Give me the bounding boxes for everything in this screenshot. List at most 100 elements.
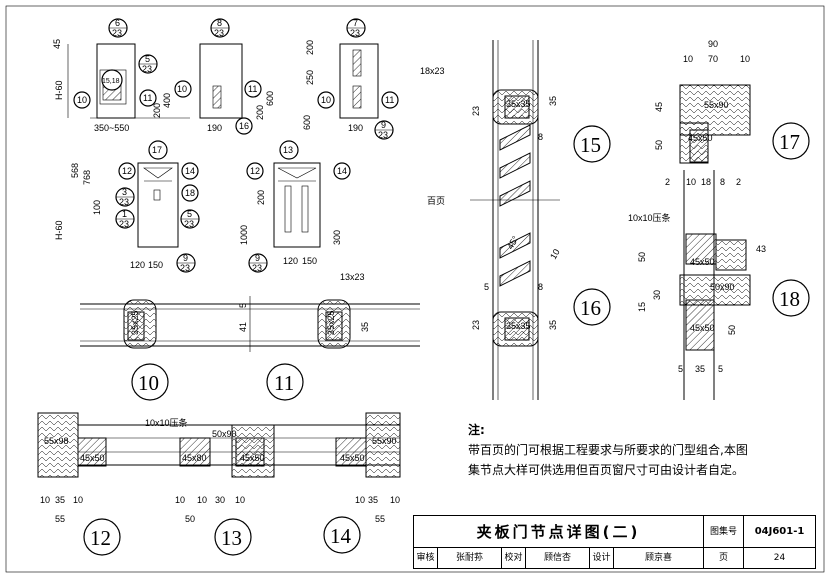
label-strip-17: 10x10压条 bbox=[628, 212, 671, 223]
dim-45x50-d: 45x50 bbox=[340, 453, 365, 463]
dim-35x35-b: 35x35 bbox=[506, 321, 531, 331]
dim-190-a: 190 bbox=[207, 123, 222, 133]
svg-text:16: 16 bbox=[239, 121, 249, 131]
dim-8-b: 8 bbox=[538, 282, 543, 292]
dim-55x90-b: 55x90 bbox=[372, 436, 397, 446]
bubble-1-23: 1 23 bbox=[115, 209, 135, 229]
dim-h60-b: H-60 bbox=[54, 220, 64, 240]
dim-45x50-c: 45x50 bbox=[240, 453, 265, 463]
svg-text:17: 17 bbox=[779, 130, 800, 154]
note-heading: 注: bbox=[468, 423, 485, 437]
dim-5-c: 5 bbox=[678, 364, 683, 374]
dim-35-c: 35 bbox=[368, 495, 378, 505]
note-line-2: 集节点大样可供选用但百页窗尺寸可由设计者自定。 bbox=[468, 463, 745, 477]
dim-23-a: 23 bbox=[471, 106, 481, 116]
door-elevation-2: 190 200 600 bbox=[199, 43, 275, 133]
dim-768: 768 bbox=[82, 170, 92, 185]
dim-250: 250 bbox=[305, 70, 315, 85]
svg-text:7: 7 bbox=[353, 18, 358, 28]
dim-120-b: 120 bbox=[283, 256, 298, 266]
detail-marker-14: 14 bbox=[323, 516, 361, 554]
svg-text:23: 23 bbox=[350, 28, 360, 38]
dim-200: 200 bbox=[152, 103, 162, 118]
dim-5-b: 5 bbox=[484, 282, 489, 292]
svg-text:10: 10 bbox=[177, 84, 187, 94]
svg-text:12: 12 bbox=[250, 166, 260, 176]
dim-45-b: 45 bbox=[654, 102, 664, 112]
dim-200-b: 200 bbox=[255, 105, 265, 120]
door-elevation-4: 568 768 100 H-60 120 150 bbox=[54, 162, 179, 270]
dim-41: 41 bbox=[238, 322, 248, 332]
design-note: 注: 带百页的门可根据工程要求与所要求的门型组合,本图 集节点大样可供选用但百页… bbox=[468, 420, 768, 480]
drawing-title: 夹板门节点详图(二) bbox=[414, 516, 704, 548]
svg-text:6: 6 bbox=[115, 18, 120, 28]
page-label: 页 bbox=[704, 548, 744, 568]
dim-8-c: 8 bbox=[720, 177, 725, 187]
callout-12-b: 12 bbox=[246, 162, 264, 180]
dim-45x50-b: 45x50 bbox=[80, 453, 105, 463]
dim-10-k: 10 bbox=[686, 177, 696, 187]
detail-marker-11: 11 bbox=[266, 363, 304, 401]
svg-text:1: 1 bbox=[122, 209, 127, 219]
dim-10-b: 10 bbox=[73, 495, 83, 505]
dim-55-b: 55 bbox=[375, 514, 385, 524]
svg-text:15: 15 bbox=[580, 133, 601, 157]
dim-35-b: 35 bbox=[55, 495, 65, 505]
dim-45: 45 bbox=[52, 39, 62, 49]
svg-text:23: 23 bbox=[184, 219, 194, 229]
svg-text:10: 10 bbox=[321, 95, 331, 105]
svg-text:5: 5 bbox=[187, 209, 192, 219]
svg-text:23: 23 bbox=[119, 197, 129, 207]
callout-16-a: 16 bbox=[235, 117, 253, 135]
dim-10-h: 10 bbox=[548, 247, 562, 261]
review-label: 审核 bbox=[414, 548, 438, 568]
check-label: 校对 bbox=[502, 548, 526, 568]
detail-marker-10: 10 bbox=[131, 363, 169, 401]
design-name: 顾京喜 bbox=[614, 548, 704, 568]
bubble-5-23-a: 5 23 bbox=[138, 54, 158, 74]
detail-marker-13: 13 bbox=[214, 518, 252, 556]
dim-190-b: 190 bbox=[348, 123, 363, 133]
callout-10-b: 10 bbox=[174, 80, 192, 98]
svg-text:23: 23 bbox=[119, 219, 129, 229]
svg-text:9: 9 bbox=[255, 253, 260, 263]
dim-50-b: 50 bbox=[654, 140, 664, 150]
dim-50-a: 50 bbox=[185, 514, 195, 524]
svg-text:10: 10 bbox=[138, 371, 159, 395]
svg-text:23: 23 bbox=[112, 28, 122, 38]
dim-10-d: 10 bbox=[197, 495, 207, 505]
bubble-9-23-a: 9 23 bbox=[374, 120, 394, 140]
note-line-1: 带百页的门可根据工程要求与所要求的门型组合,本图 bbox=[468, 443, 748, 457]
detail-marker-17: 17 bbox=[772, 122, 810, 160]
label-strip-13: 10x10压条 bbox=[145, 417, 188, 428]
dim-55-a: 55 bbox=[55, 514, 65, 524]
dim-23-b: 23 bbox=[471, 320, 481, 330]
svg-text:23: 23 bbox=[180, 263, 190, 273]
dim-18: 18 bbox=[701, 177, 711, 187]
callout-18-a: 18 bbox=[181, 184, 199, 202]
svg-text:15,18: 15,18 bbox=[102, 78, 120, 85]
callout-15-18: 15,18 bbox=[101, 69, 123, 91]
dim-45x50-a: 45x50 bbox=[688, 133, 713, 143]
svg-text:16: 16 bbox=[580, 296, 601, 320]
svg-text:23: 23 bbox=[378, 130, 388, 140]
dim-13x23: 13x23 bbox=[340, 272, 365, 282]
detail-marker-15: 15 bbox=[573, 125, 611, 163]
atlas-number: 04J601-1 bbox=[744, 516, 815, 548]
dim-10-i: 10 bbox=[683, 54, 693, 64]
bubble-9-23-c: 9 23 bbox=[248, 253, 268, 273]
label-louver: 百页 bbox=[427, 196, 445, 206]
dim-50x90: 50x90 bbox=[710, 282, 735, 292]
dim-10-f: 10 bbox=[355, 495, 365, 505]
dim-45x50-f: 45x50 bbox=[690, 323, 715, 333]
dim-8-a: 8 bbox=[538, 132, 543, 142]
svg-text:10: 10 bbox=[77, 95, 87, 105]
dim-5-a: 5 bbox=[238, 303, 248, 308]
dim-70: 70 bbox=[708, 54, 718, 64]
dim-600-a: 600 bbox=[265, 91, 275, 106]
dim-35-f: 35 bbox=[695, 364, 705, 374]
dim-120: 120 bbox=[130, 260, 145, 270]
check-name: 顾信杏 bbox=[526, 548, 590, 568]
dim-10-g: 10 bbox=[390, 495, 400, 505]
